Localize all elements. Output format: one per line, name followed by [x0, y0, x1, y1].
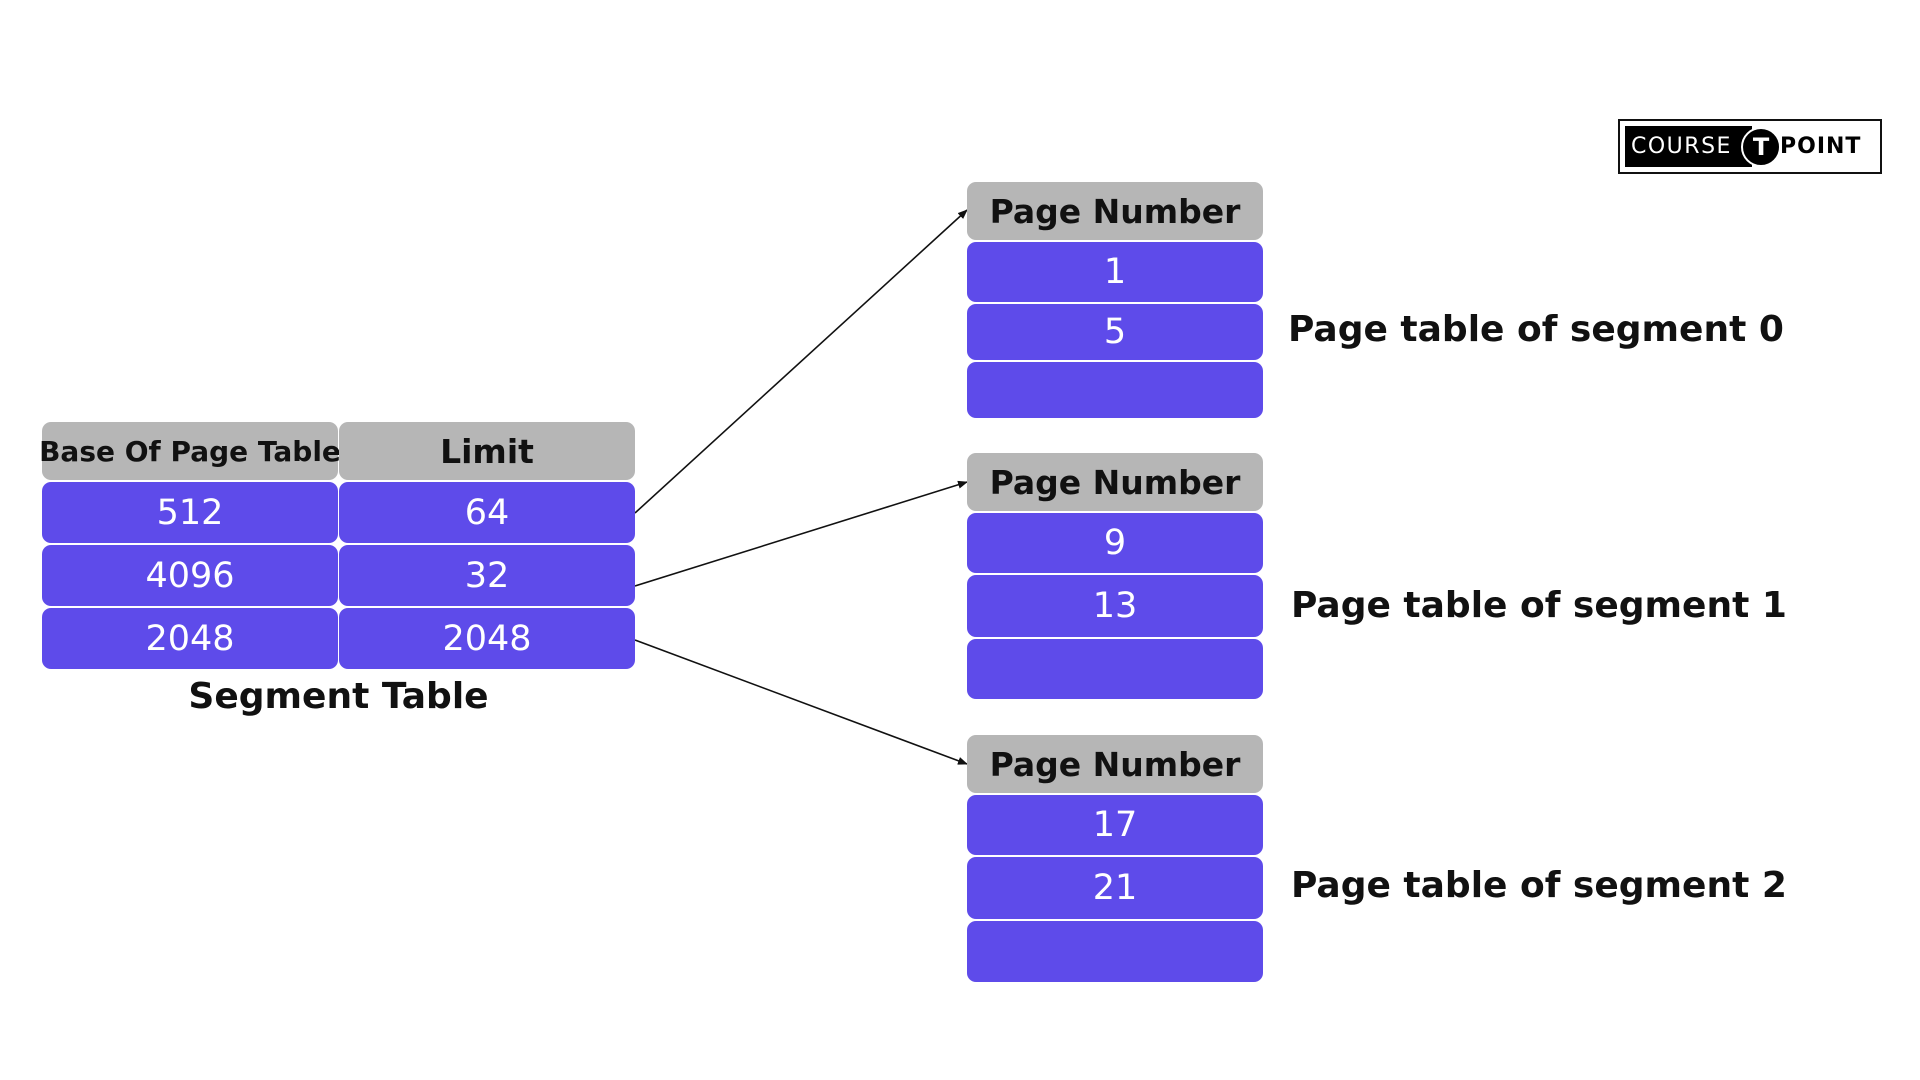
segment-table-cell-base: 2048 — [42, 608, 338, 669]
logo-text-right: POINT — [1780, 134, 1862, 159]
segment-table-caption: Segment Table — [188, 676, 489, 717]
page-table-label-segment-0: Page table of segment 0 — [1288, 309, 1784, 350]
page-table-cell: 9 — [967, 513, 1263, 573]
page-table-cell — [967, 362, 1263, 418]
arrow-segment-1 — [634, 480, 968, 587]
logo-background: COURSE T POINT — [1625, 126, 1875, 167]
arrow-segment-2 — [634, 639, 968, 765]
page-table-cell: 1 — [967, 242, 1263, 302]
page-table-cell: 5 — [967, 304, 1263, 360]
page-table-header: Page Number — [967, 735, 1263, 793]
segment-table-header-base: Base Of Page Table — [39, 422, 341, 480]
page-table-cell — [967, 639, 1263, 699]
logo-t-icon: T — [1741, 127, 1781, 167]
logo-text-left: COURSE — [1631, 134, 1732, 159]
page-table-header: Page Number — [967, 182, 1263, 240]
segment-table-cell-limit: 2048 — [339, 608, 635, 669]
segment-table-cell-base: 4096 — [42, 545, 338, 606]
page-table-cell: 21 — [967, 857, 1263, 919]
segment-table-header-limit: Limit — [339, 422, 635, 480]
arrow-segment-0 — [634, 209, 968, 514]
coursepoint-logo: COURSE T POINT — [1618, 119, 1882, 174]
page-table-label-segment-2: Page table of segment 2 — [1291, 865, 1787, 906]
page-table-label-segment-1: Page table of segment 1 — [1291, 585, 1787, 626]
page-table-cell: 13 — [967, 575, 1263, 637]
segment-table-cell-base: 512 — [42, 482, 338, 543]
page-table-cell: 17 — [967, 795, 1263, 855]
page-table-header: Page Number — [967, 453, 1263, 511]
segment-table-cell-limit: 64 — [339, 482, 635, 543]
segment-table-cell-limit: 32 — [339, 545, 635, 606]
page-table-cell — [967, 921, 1263, 982]
